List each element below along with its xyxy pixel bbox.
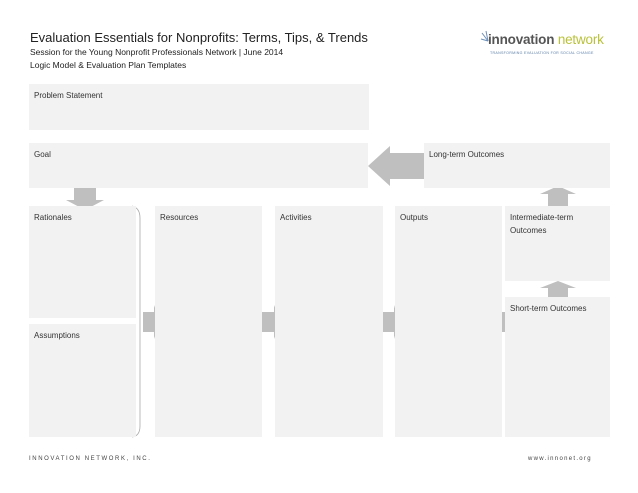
intermediate-outcomes-label: Intermediate-term Outcomes (510, 213, 574, 235)
footer-organization: INNOVATION NETWORK, INC. (29, 456, 152, 462)
logo-wordmark: innovation network (488, 32, 604, 47)
rationales-box[interactable]: Rationales (29, 206, 136, 318)
long-term-outcomes-label: Long-term Outcomes (429, 150, 505, 159)
arrow-up-icon (540, 186, 576, 206)
goal-label: Goal (34, 150, 51, 159)
arrow-down-icon (66, 188, 104, 210)
outputs-box[interactable]: Outputs (395, 206, 502, 437)
resources-box[interactable]: Resources (155, 206, 262, 437)
document-subtitle-2: Logic Model & Evaluation Plan Templates (30, 60, 187, 70)
long-term-outcomes-box[interactable]: Long-term Outcomes (424, 143, 610, 188)
innovation-network-logo: innovation network TRANSFORMING EVALUATI… (480, 30, 620, 64)
document-subtitle: Session for the Young Nonprofit Professi… (30, 47, 284, 57)
assumptions-box[interactable]: Assumptions (29, 324, 136, 437)
starburst-icon (480, 30, 489, 42)
assumptions-label: Assumptions (34, 331, 80, 340)
logo-tagline: TRANSFORMING EVALUATION FOR SOCIAL CHANG… (490, 51, 594, 55)
resources-label: Resources (160, 213, 199, 222)
activities-label: Activities (280, 213, 312, 222)
activities-box[interactable]: Activities (275, 206, 383, 437)
problem-statement-label: Problem Statement (34, 91, 103, 100)
arrow-up-icon (540, 281, 576, 297)
problem-statement-box[interactable]: Problem Statement (29, 84, 369, 130)
short-term-outcomes-box[interactable]: Short-term Outcomes (505, 297, 610, 437)
bracket-line (131, 205, 141, 438)
document-title: Evaluation Essentials for Nonprofits: Te… (30, 30, 368, 45)
goal-box[interactable]: Goal (29, 143, 368, 188)
short-term-outcomes-label: Short-term Outcomes (510, 304, 587, 313)
arrow-left-icon (368, 146, 425, 186)
rationales-label: Rationales (34, 213, 72, 222)
footer-website: www.innonet.org (528, 456, 592, 462)
outputs-label: Outputs (400, 213, 429, 222)
intermediate-outcomes-box[interactable]: Intermediate-term Outcomes (505, 206, 610, 281)
